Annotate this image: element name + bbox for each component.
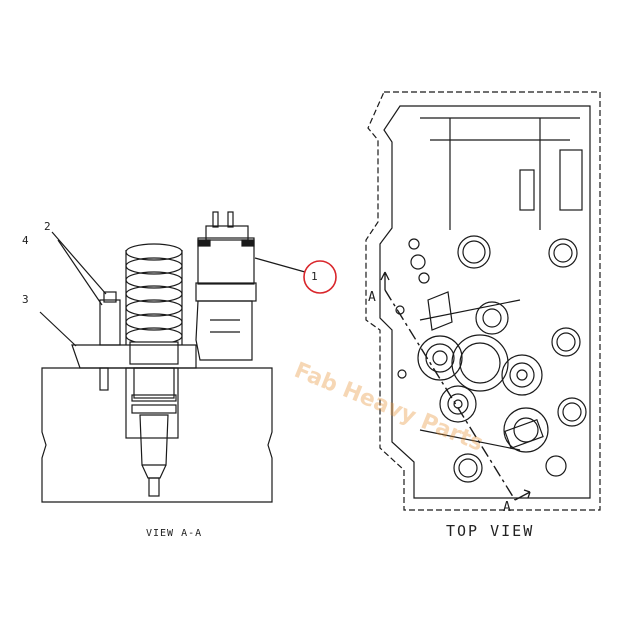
top-view-drawing [365,91,601,511]
callout-1-highlight [303,260,337,294]
caption-view-aa: VIEW A-A [146,528,203,539]
leader-4 [57,239,103,306]
leader-2 [51,231,107,295]
bolt-holes [408,235,587,483]
injector-nozzle [131,367,177,497]
section-arrow-top [380,271,390,290]
callout-number-2: 2 [44,220,51,233]
hold-down-bracket [71,291,197,391]
plunger-spring [125,243,183,365]
section-mark-left: A [368,290,376,305]
leader-1 [254,257,306,273]
injector-cluster [395,291,549,453]
callout-number-3: 3 [22,293,29,306]
section-line-aa [384,289,516,501]
caption-top-view: TOP VIEW [446,522,535,540]
view-aa-drawing [39,211,337,503]
callout-number-4: 4 [22,234,29,247]
cylinder-head-block [41,367,273,503]
injector-solenoid [195,211,257,361]
section-arrow-bottom [514,489,531,501]
leader-3 [39,311,77,347]
section-mark-bottom: A [503,500,511,515]
callout-number-1: 1 [311,270,318,283]
housing-inner-outline [379,105,591,499]
housing-outline [365,91,601,511]
